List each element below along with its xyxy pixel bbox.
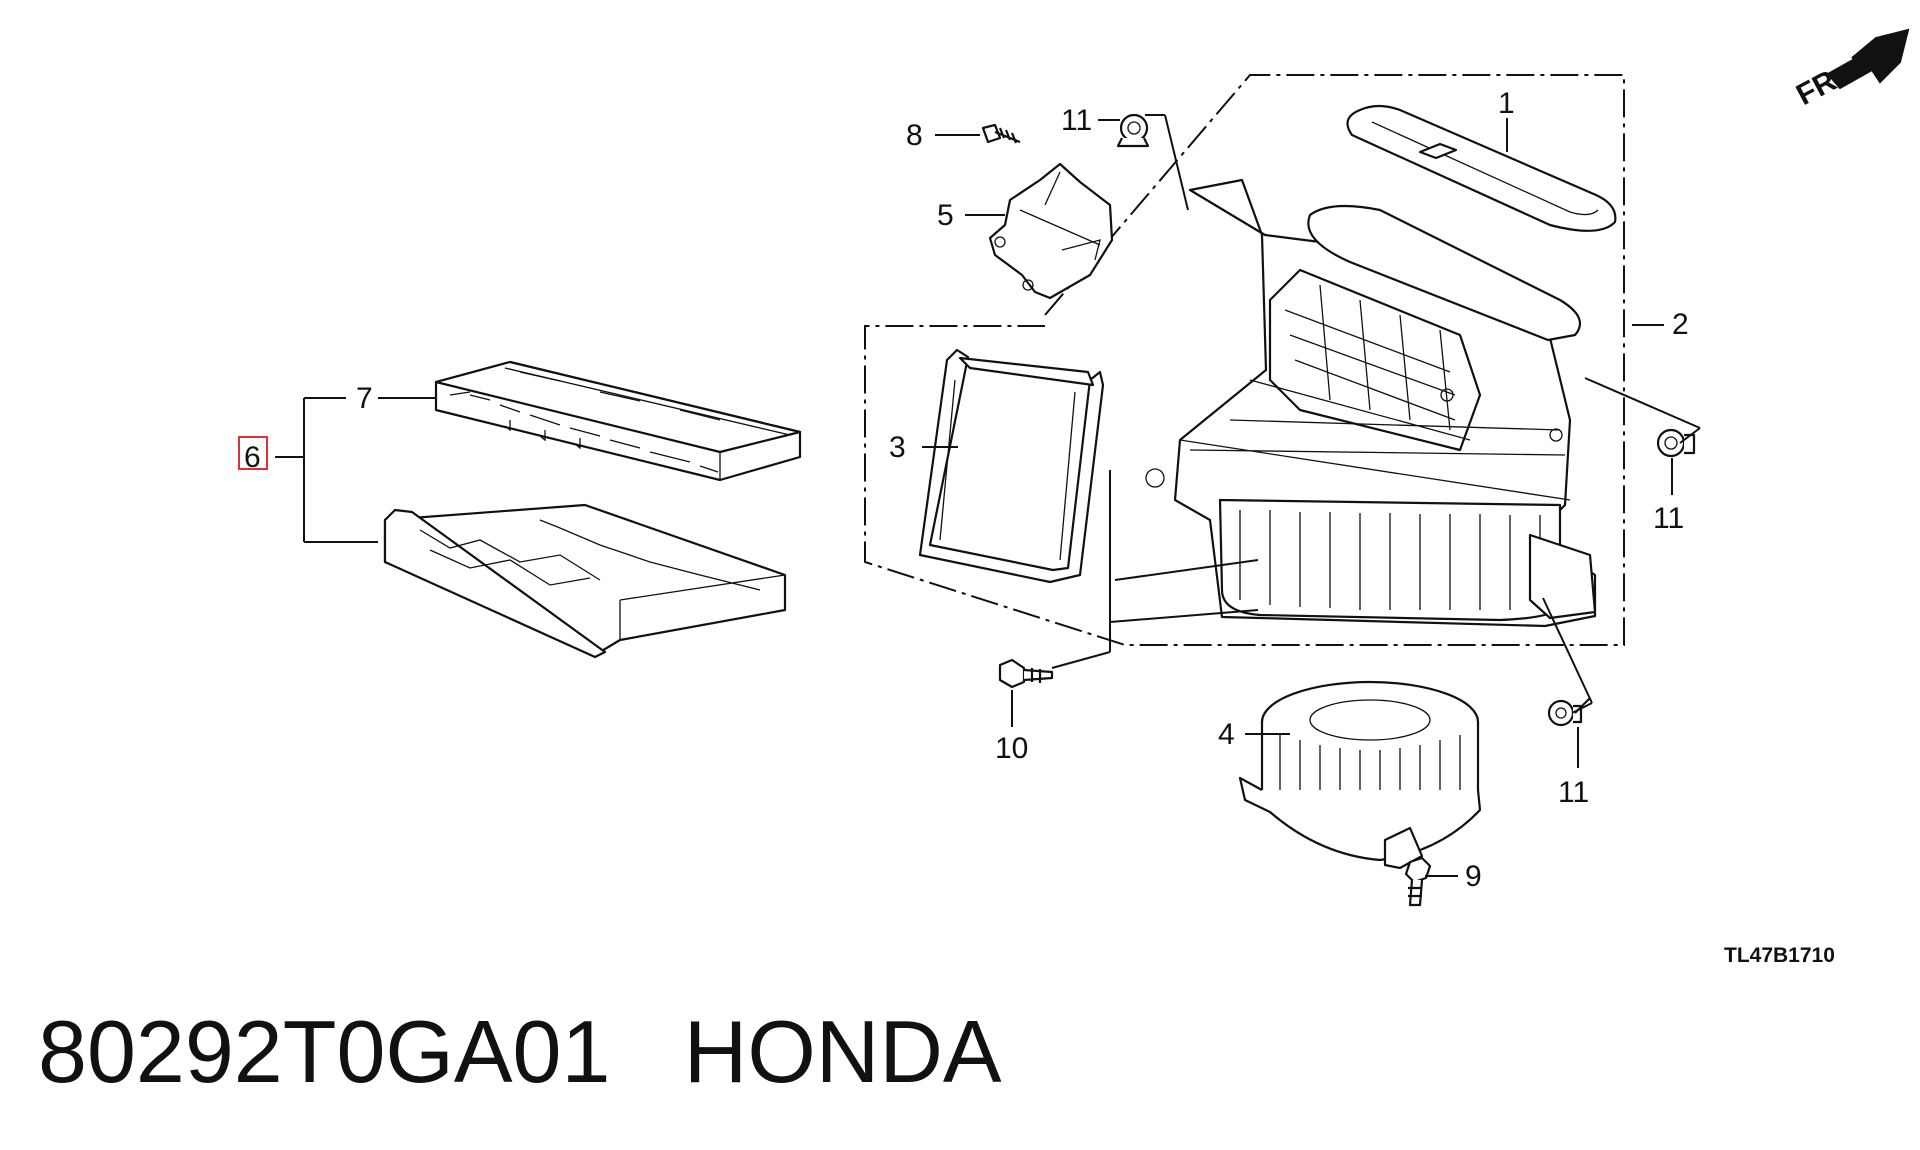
callout-9: 9 <box>1465 860 1482 893</box>
callout-7: 7 <box>356 382 373 415</box>
callout-5: 5 <box>937 199 954 232</box>
blower-motor-part-4 <box>1238 680 1482 870</box>
leader-lines <box>922 114 1701 877</box>
callout-11-right: 11 <box>1653 502 1684 535</box>
callout-6: 6 <box>244 441 261 474</box>
callout-6-highlight <box>238 436 268 470</box>
filter-housing <box>383 503 787 659</box>
callout-10: 10 <box>995 732 1028 765</box>
caption-spacer <box>610 1002 683 1101</box>
bolt-part-10 <box>998 658 1054 689</box>
callout-3: 3 <box>889 431 906 464</box>
assembly-boundary <box>864 74 1625 646</box>
seal-part-1 <box>1346 104 1617 232</box>
diagram-reference-code: TL47B1710 <box>1724 944 1835 967</box>
callout-11-top: 11 <box>1061 104 1092 137</box>
actuator-part-5 <box>988 162 1114 300</box>
part-caption: 80292T0GA01 HONDA <box>38 1008 1002 1096</box>
filter-assembly-bracket <box>275 397 436 543</box>
callout-4: 4 <box>1218 718 1235 751</box>
screw-part-9 <box>1404 856 1432 907</box>
filter-element-part-7 <box>434 360 802 482</box>
brand-name: HONDA <box>683 1002 1002 1101</box>
callout-2: 2 <box>1672 308 1689 341</box>
callout-1: 1 <box>1498 87 1515 120</box>
callout-8: 8 <box>906 119 923 152</box>
blower-housing-part-2 <box>1145 178 1597 628</box>
screw-part-8 <box>981 123 1021 144</box>
nut-part-11-top <box>1116 113 1150 148</box>
part-number: 80292T0GA01 <box>38 1002 611 1101</box>
gasket-part-3 <box>918 348 1105 584</box>
nut-part-11-right <box>1656 428 1696 458</box>
front-direction-arrow-icon: FR. <box>1791 28 1910 112</box>
callout-11-bottom: 11 <box>1558 776 1589 809</box>
